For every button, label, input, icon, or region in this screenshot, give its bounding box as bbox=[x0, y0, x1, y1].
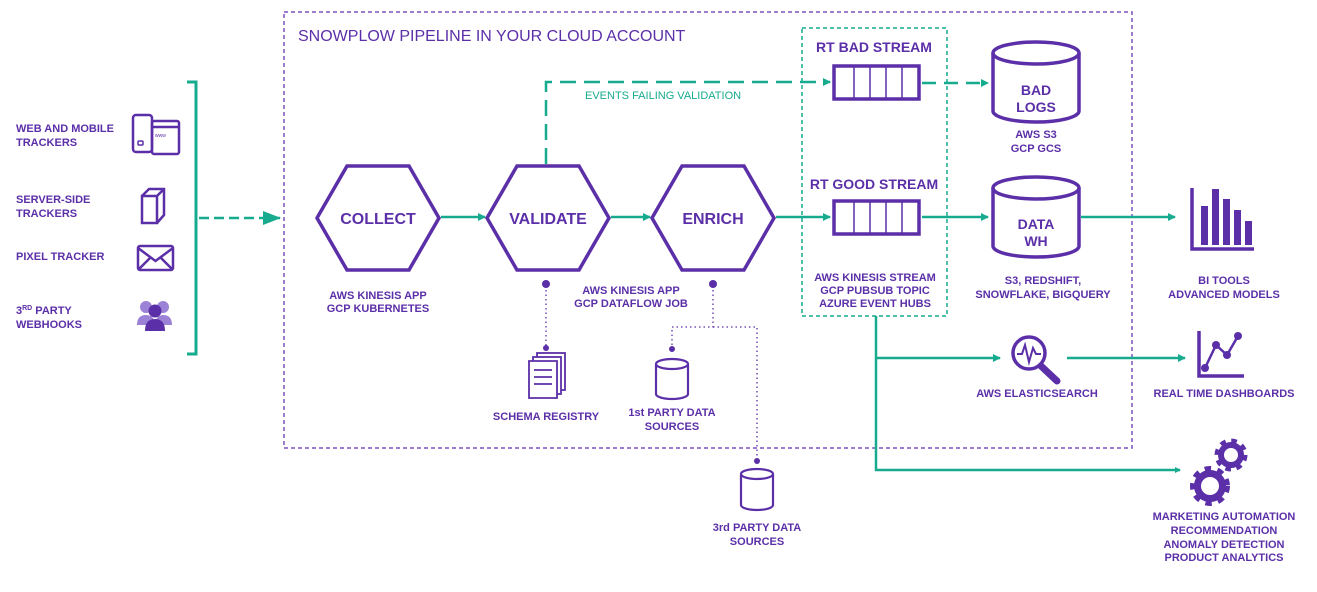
enrich-tech-line1: AWS KINESIS APP bbox=[582, 285, 679, 297]
streams-tech-line1: AWS KINESIS STREAM bbox=[814, 272, 936, 284]
bad-stream-title: RT BAD STREAM bbox=[816, 39, 932, 55]
schema-registry-label: SCHEMA REGISTRY bbox=[493, 411, 600, 423]
streams-tech-line2: GCP PUBSUB TOPIC bbox=[820, 285, 930, 297]
svg-text:ENRICH: ENRICH bbox=[682, 211, 743, 228]
streams-tech-line3: AZURE EVENT HUBS bbox=[819, 298, 931, 310]
elasticsearch-label: AWS ELASTICSEARCH bbox=[976, 388, 1098, 400]
source-server-side: SERVER-SIDE TRACKERS bbox=[16, 187, 166, 225]
svg-text:SERVER-SIDE: SERVER-SIDE bbox=[16, 194, 90, 206]
third-party-label-2: SOURCES bbox=[730, 536, 784, 548]
bad-logs-database-icon bbox=[991, 40, 1081, 124]
svg-text:3RD PARTY: 3RD PARTY bbox=[16, 305, 72, 317]
data-wh-label-2: WH bbox=[1024, 233, 1047, 249]
apps-label-3: ANOMALY DETECTION bbox=[1163, 539, 1284, 551]
bi-tools-label-1: BI TOOLS bbox=[1198, 275, 1250, 287]
dashboards-label: REAL TIME DASHBOARDS bbox=[1154, 388, 1295, 400]
stage-validate: VALIDATE bbox=[484, 164, 612, 272]
enrich-tech-line2: GCP DATAFLOW JOB bbox=[574, 298, 688, 310]
source-webhooks: 3RD PARTY WEBHOOKS bbox=[16, 301, 172, 331]
data-wh-label-1: DATA bbox=[1018, 216, 1055, 232]
line-chart-icon bbox=[1197, 331, 1244, 378]
elasticsearch-icon bbox=[1011, 335, 1061, 385]
bad-logs-label-2: LOGS bbox=[1016, 99, 1056, 115]
streams-boundary bbox=[801, 27, 948, 317]
failing-validation-label: EVENTS FAILING VALIDATION bbox=[585, 90, 741, 102]
collect-tech-line2: GCP KUBERNETES bbox=[327, 303, 429, 315]
svg-text:TRACKERS: TRACKERS bbox=[16, 208, 77, 220]
gears-icon bbox=[1190, 438, 1248, 506]
stage-enrich: ENRICH bbox=[649, 164, 777, 272]
apps-label-1: MARKETING AUTOMATION bbox=[1153, 511, 1296, 523]
good-stream-title: RT GOOD STREAM bbox=[810, 176, 938, 192]
data-wh-tech-2: SNOWFLAKE, BIGQUERY bbox=[975, 289, 1111, 301]
svg-text:www: www bbox=[155, 133, 166, 139]
svg-text:TRACKERS: TRACKERS bbox=[16, 137, 77, 149]
svg-text:WEBHOOKS: WEBHOOKS bbox=[16, 319, 82, 331]
third-party-label-1: 3rd PARTY DATA bbox=[713, 522, 801, 534]
schema-registry-connector bbox=[542, 280, 550, 351]
first-party-database-icon bbox=[654, 357, 690, 401]
schema-registry-icon bbox=[528, 352, 566, 399]
apps-label-4: PRODUCT ANALYTICS bbox=[1165, 552, 1284, 564]
source-web-mobile: WEB AND MOBILE TRACKERS www bbox=[16, 113, 181, 156]
svg-text:WEB AND MOBILE: WEB AND MOBILE bbox=[16, 123, 114, 135]
svg-text:VALIDATE: VALIDATE bbox=[509, 211, 587, 228]
svg-text:PIXEL TRACKER: PIXEL TRACKER bbox=[16, 251, 104, 263]
first-party-label-1: 1st PARTY DATA bbox=[628, 407, 715, 419]
bad-logs-tech-1: AWS S3 bbox=[1015, 129, 1057, 141]
data-wh-database-icon bbox=[991, 175, 1081, 259]
collect-tech-line1: AWS KINESIS APP bbox=[329, 290, 426, 302]
web-mobile-icon bbox=[131, 113, 181, 156]
good-stream-queue-icon bbox=[832, 199, 921, 236]
envelope-icon bbox=[136, 244, 175, 272]
apps-label-2: RECOMMENDATION bbox=[1171, 525, 1278, 537]
pipeline-boundary bbox=[283, 11, 1133, 449]
bad-logs-label-1: BAD bbox=[1021, 82, 1051, 98]
data-wh-tech-1: S3, REDSHIFT, bbox=[1005, 275, 1081, 287]
pipeline-title: SNOWPLOW PIPELINE IN YOUR CLOUD ACCOUNT bbox=[298, 28, 686, 45]
failing-validation-path bbox=[544, 78, 831, 164]
bad-logs-tech-2: GCP GCS bbox=[1011, 143, 1062, 155]
first-party-label-2: SOURCES bbox=[645, 421, 699, 433]
server-icon bbox=[140, 187, 166, 225]
first-party-connector bbox=[669, 280, 760, 464]
third-party-database-icon bbox=[739, 467, 775, 512]
bi-tools-label-2: ADVANCED MODELS bbox=[1168, 289, 1280, 301]
sources-bracket bbox=[187, 80, 198, 356]
good-stream-downstream-line bbox=[874, 316, 1181, 473]
bad-stream-queue-icon bbox=[832, 64, 921, 101]
bar-chart-icon bbox=[1190, 188, 1254, 251]
source-pixel-tracker: PIXEL TRACKER bbox=[16, 244, 175, 272]
stage-collect: COLLECT bbox=[314, 164, 442, 272]
svg-text:COLLECT: COLLECT bbox=[340, 211, 416, 228]
people-icon bbox=[137, 301, 172, 331]
